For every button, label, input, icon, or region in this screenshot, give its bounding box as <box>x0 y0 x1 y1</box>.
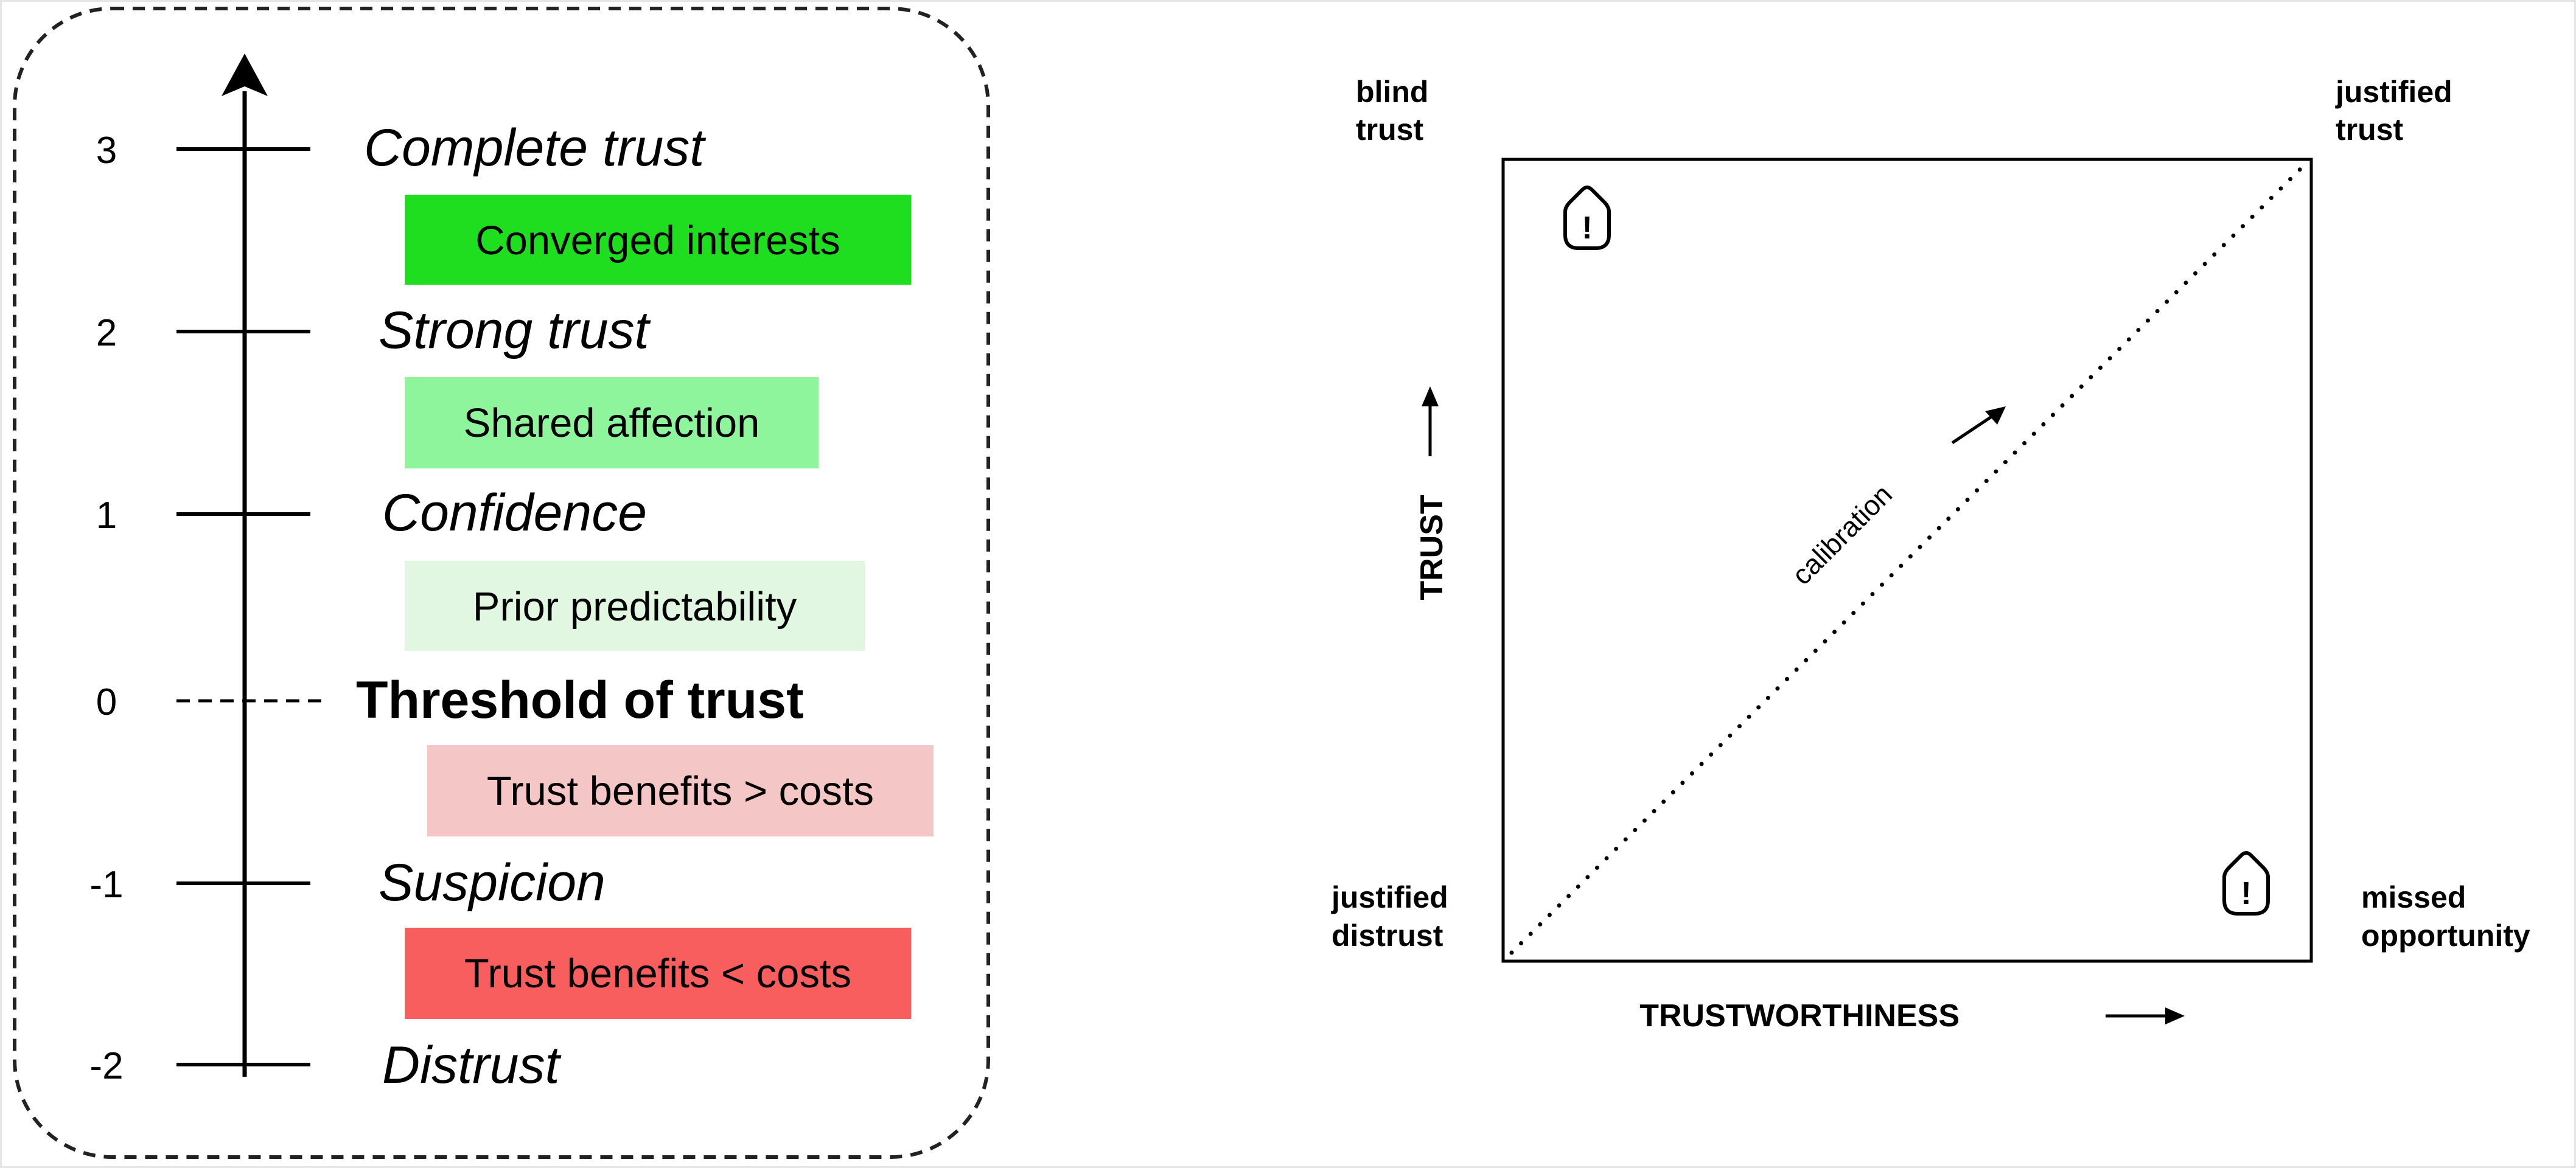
scale-axis-arrowhead <box>222 54 268 96</box>
calibration-label: calibration <box>1785 478 1898 591</box>
box-label: Shared affection <box>464 400 760 446</box>
box-label: Prior predictability <box>473 584 797 630</box>
box-label: Converged interests <box>475 218 840 263</box>
corner-bottom-left-line2: distrust <box>1332 919 1443 953</box>
warning-icon: ! <box>1563 186 1611 250</box>
level-number: -1 <box>89 864 123 906</box>
corner-top-right-line2: trust <box>2336 113 2403 147</box>
calibration-arrowhead <box>1985 406 2006 425</box>
level-name-complete-trust: Complete trust <box>364 119 706 177</box>
calibration-panel: calibration ! ! blind trust justified tr… <box>1331 75 2530 1034</box>
level-name-strong-trust: Strong trust <box>379 301 651 360</box>
level-number: 0 <box>96 681 117 723</box>
level-number: -2 <box>89 1045 123 1087</box>
level-name-distrust: Distrust <box>382 1036 562 1094</box>
level-name-threshold: Threshold of trust <box>356 671 804 729</box>
corner-bottom-left-line1: justified <box>1331 880 1448 914</box>
box-benefits-greater <box>427 745 934 836</box>
level-name-suspicion: Suspicion <box>379 853 606 912</box>
warning-icon: ! <box>2222 851 2270 916</box>
y-axis-label: TRUST <box>1414 495 1450 600</box>
corner-bottom-right-line1: missed <box>2361 880 2466 914</box>
level-number: 1 <box>96 495 117 537</box>
corner-top-left-line1: blind <box>1356 75 1428 109</box>
dashed-border <box>13 7 990 1159</box>
calibration-square <box>1501 158 2313 963</box>
level-name-confidence: Confidence <box>382 484 647 542</box>
corner-bottom-right-line2: opportunity <box>2361 919 2530 953</box>
corner-top-right-line1: justified <box>2335 75 2452 109</box>
y-axis-arrowhead <box>1422 386 1439 406</box>
x-axis-arrowhead <box>2165 1007 2185 1024</box>
corner-top-left-line2: trust <box>1356 113 1423 147</box>
level-number: 3 <box>96 130 117 172</box>
trust-scale-panel: 3 2 1 0 -1 -2 Complete trust Strong trus… <box>13 7 990 1159</box>
svg-text:!: ! <box>2241 876 2251 911</box>
box-prior-predictability <box>405 561 865 651</box>
calibration-arrow <box>1951 412 1997 445</box>
box-benefits-less <box>405 928 911 1019</box>
calibration-diagonal <box>1509 163 2306 955</box>
box-label: Trust benefits > costs <box>487 768 874 814</box>
level-number: 2 <box>96 312 117 354</box>
x-axis-label: TRUSTWORTHINESS <box>1639 998 1960 1034</box>
box-converged-interests <box>405 195 911 285</box>
box-shared-affection <box>405 377 819 468</box>
svg-text:!: ! <box>1582 210 1592 246</box>
box-label: Trust benefits < costs <box>464 951 851 996</box>
